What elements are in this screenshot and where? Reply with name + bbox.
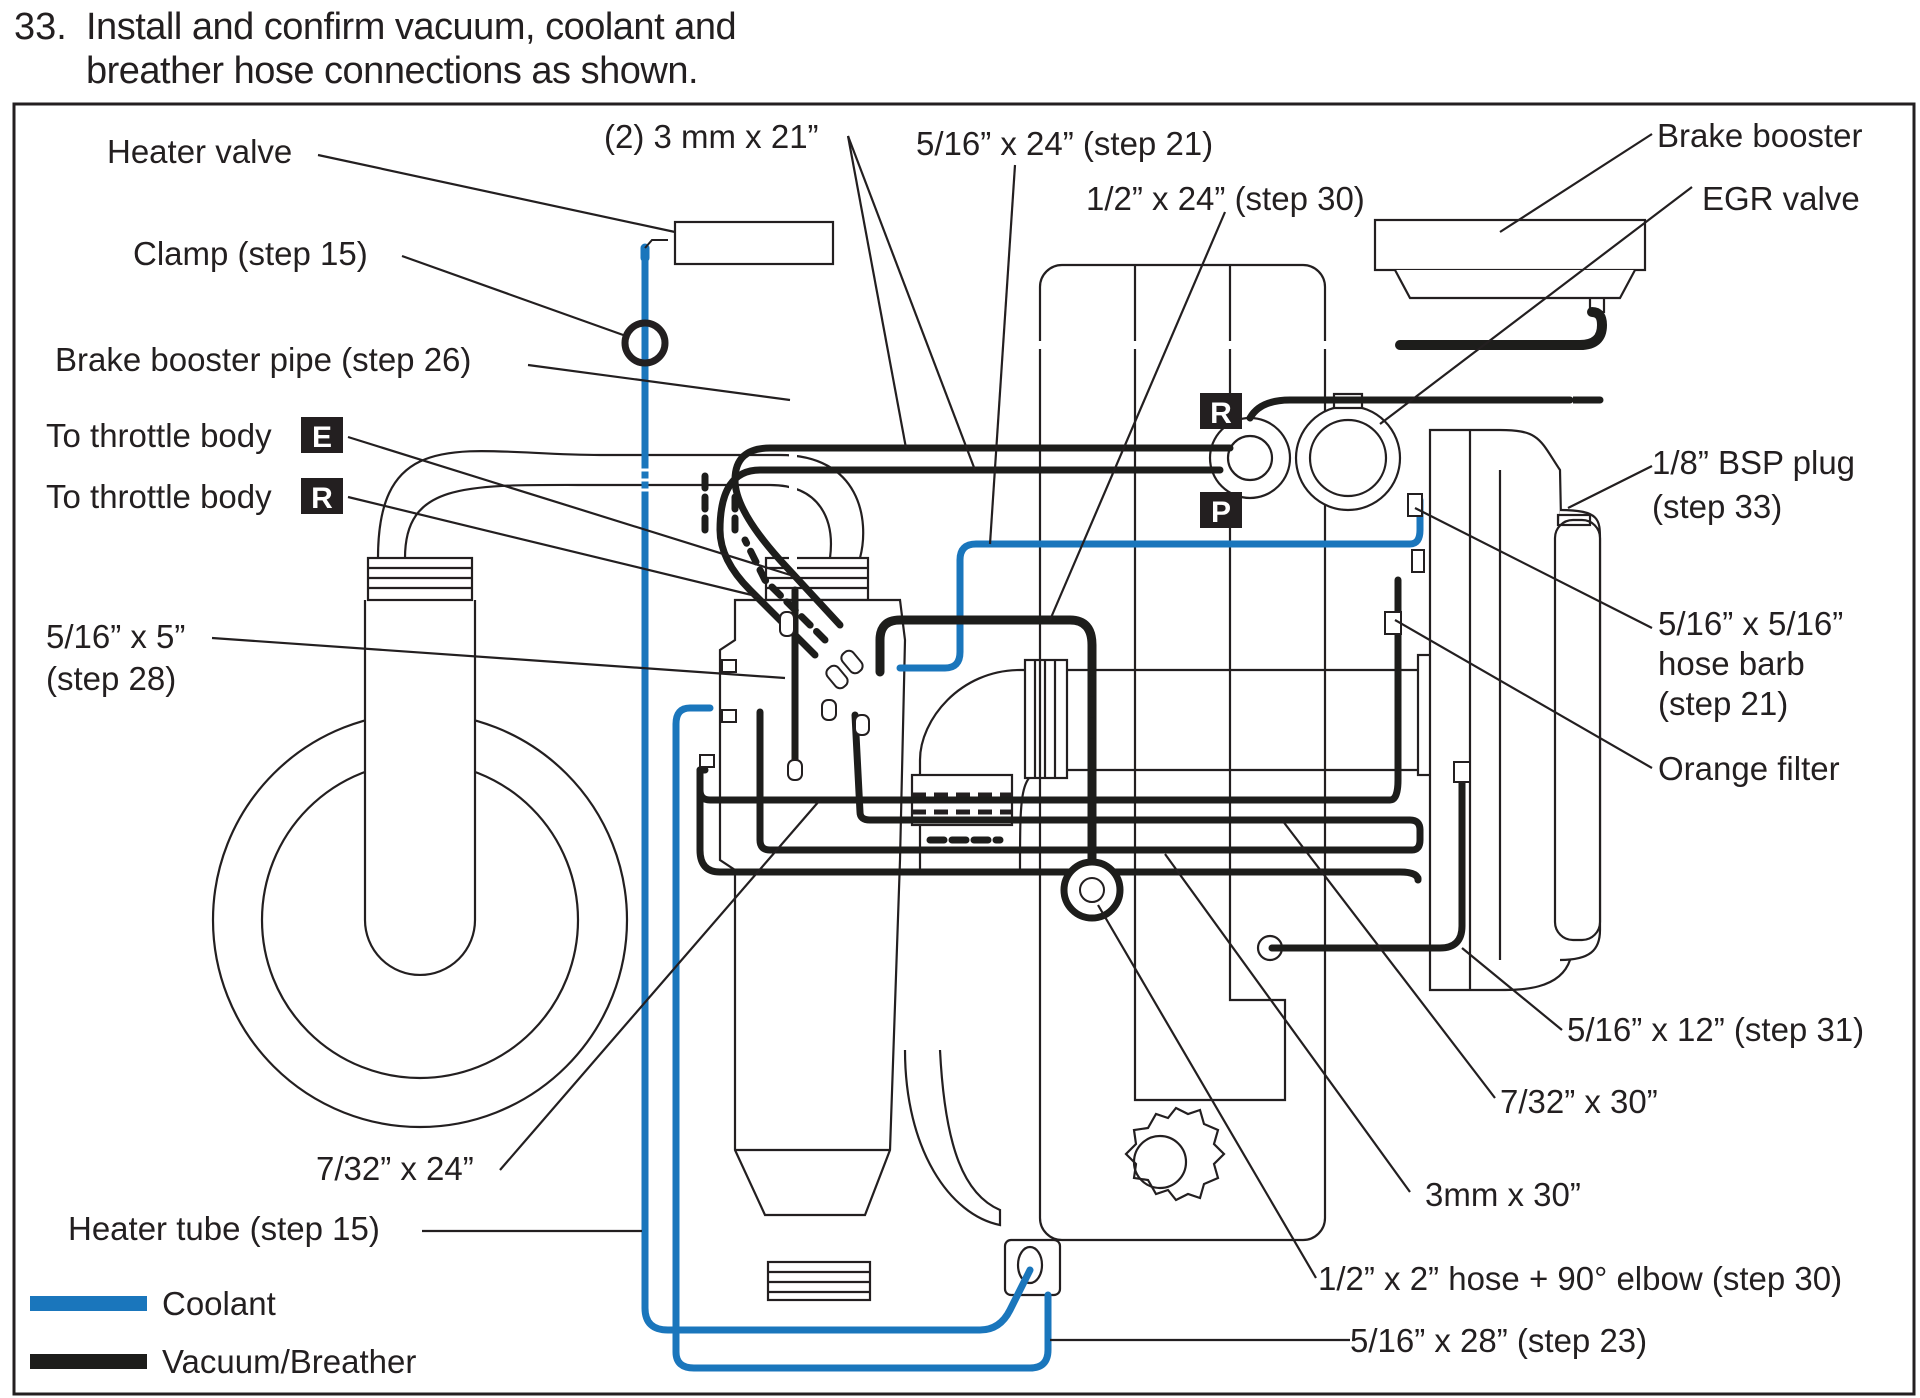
vacuum-hoses — [696, 307, 1607, 952]
legend-vacuum-label: Vacuum/Breather — [162, 1343, 416, 1380]
legend: Coolant Vacuum/Breather — [30, 1285, 416, 1380]
label-heater-tube: Heater tube (step 15) — [68, 1210, 380, 1247]
label-heater-valve: Heater valve — [107, 133, 292, 170]
brake-booster-body — [1373, 218, 1647, 272]
badge-r-engine-group: R — [1200, 393, 1242, 430]
badge-r-left-text: R — [311, 482, 333, 515]
hose-half-inch-24 — [875, 615, 1097, 885]
label-hose-12x24: 1/2” x 24” (step 30) — [1086, 180, 1365, 217]
badge-p — [1200, 492, 1242, 528]
label-bsp-plug-b: (step 33) — [1652, 488, 1782, 525]
label-egr-valve: EGR valve — [1702, 180, 1860, 217]
step-instruction-line-1: Install and confirm vacuum, coolant and — [86, 6, 737, 48]
badge-p-text: P — [1211, 496, 1231, 529]
engine-block — [1038, 263, 1327, 1242]
badge-e — [301, 417, 343, 453]
label-hose-barb-a: 5/16” x 5/16” — [1658, 605, 1843, 642]
step-number: 33. — [14, 6, 67, 48]
label-hose-732x30: 7/32” x 30” — [1500, 1083, 1658, 1120]
coolant-hose-516x24 — [896, 496, 1424, 672]
leader-lines — [211, 133, 1693, 1342]
label-hose-732x24: 7/32” x 24” — [316, 1150, 474, 1187]
label-orange-filter: Orange filter — [1658, 750, 1840, 787]
heater-tube — [641, 244, 1034, 1334]
hose-nipples — [699, 493, 1471, 783]
label-hose-barb-b: hose barb — [1658, 645, 1805, 682]
label-hose-516x24: 5/16” x 24” (step 21) — [916, 125, 1213, 162]
legend-coolant-swatch — [30, 1296, 147, 1311]
label-throttle-body-r: To throttle body — [46, 478, 272, 515]
label-hose-12x2: 1/2” x 2” hose + 90° elbow (step 30) — [1318, 1260, 1842, 1297]
clamp — [621, 319, 669, 367]
label-bsp-plug-a: 1/8” BSP plug — [1652, 444, 1855, 481]
badge-r-engine — [1200, 393, 1242, 429]
label-hose-516x5-b: (step 28) — [46, 660, 176, 697]
legend-vacuum-swatch — [30, 1354, 147, 1369]
heater-valve — [673, 220, 835, 266]
label-brake-booster-pipe: Brake booster pipe (step 26) — [55, 341, 471, 378]
label-hose-516x12: 5/16” x 12” (step 31) — [1567, 1011, 1864, 1048]
badge-e-group: E — [301, 417, 343, 454]
coolant-hose-516x28 — [672, 704, 1052, 1372]
badge-r-left — [301, 478, 343, 514]
label-clamp: Clamp (step 15) — [133, 235, 368, 272]
label-hose-516x28: 5/16” x 28” (step 23) — [1350, 1322, 1647, 1359]
diagram-frame — [12, 102, 1916, 1396]
label-hose-516x5-a: 5/16” x 5” — [46, 618, 185, 655]
badge-e-text: E — [312, 421, 332, 454]
heater-tube-break — [640, 468, 650, 492]
label-hose-3mm-x21: (2) 3 mm x 21” — [604, 118, 819, 155]
badge-p-group: P — [1200, 492, 1242, 529]
badge-r-left-group: R — [301, 478, 343, 515]
legend-coolant-label: Coolant — [162, 1285, 276, 1322]
coolant-hoses — [640, 243, 1424, 1372]
label-hose-barb-c: (step 21) — [1658, 685, 1788, 722]
label-throttle-body-e: To throttle body — [46, 417, 272, 454]
step-instruction-line-2: breather hose connections as shown. — [86, 50, 699, 92]
vacuum-port-round — [1208, 416, 1292, 500]
label-hose-3mm-x30: 3mm x 30” — [1425, 1176, 1581, 1213]
label-brake-booster: Brake booster — [1657, 117, 1862, 154]
engine-outline — [211, 218, 1647, 1302]
badge-r-engine-text: R — [1210, 397, 1232, 430]
